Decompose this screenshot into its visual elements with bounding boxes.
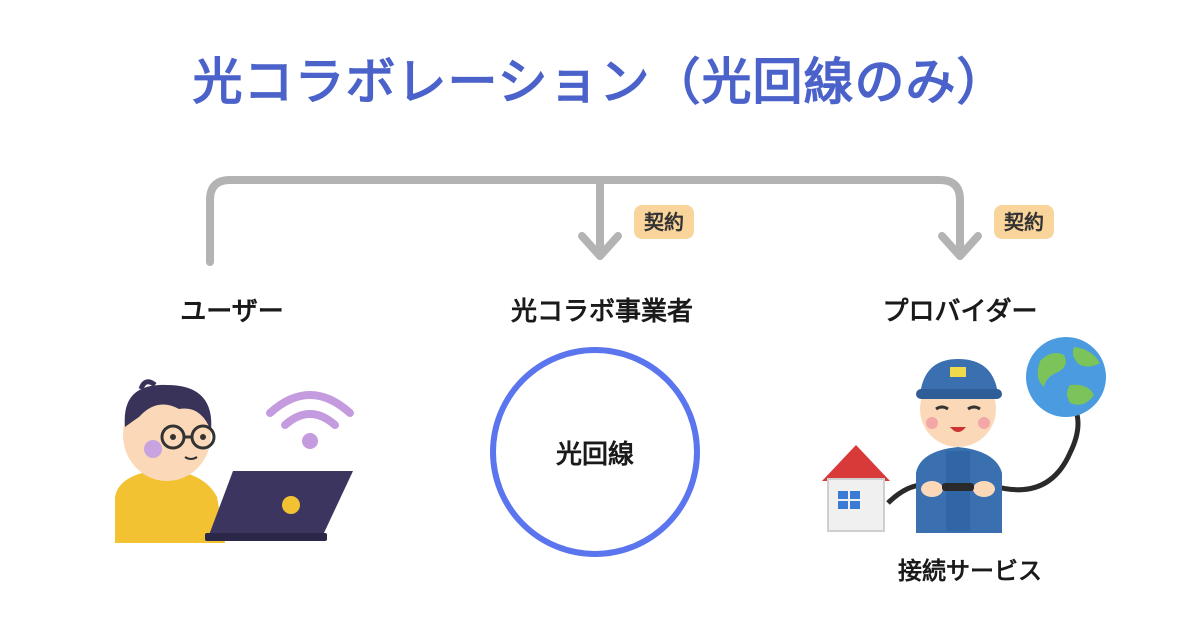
page-title: 光コラボレーション（光回線のみ） bbox=[192, 53, 1008, 111]
provider-label: プロバイダー bbox=[882, 297, 1038, 327]
collab-label: 光コラボ事業者 bbox=[510, 297, 693, 327]
fiber-line-circle: 光回線 bbox=[490, 347, 700, 557]
house-icon bbox=[822, 445, 890, 532]
connection-service-label: 接続サービス bbox=[898, 557, 1042, 585]
contract-badge-provider: 契約 bbox=[994, 205, 1054, 239]
arrow-down-icon bbox=[578, 232, 622, 260]
contract-badge-collab: 契約 bbox=[634, 205, 694, 239]
globe-icon bbox=[1026, 337, 1106, 417]
cable-line bbox=[989, 410, 1081, 493]
fiber-line-label: 光回線 bbox=[555, 439, 634, 470]
arrow-down-icon bbox=[938, 232, 982, 260]
user-laptop-illustration bbox=[115, 379, 353, 543]
user-label: ユーザー bbox=[180, 297, 284, 327]
wifi-icon bbox=[266, 391, 354, 449]
provider-illustration bbox=[822, 337, 1106, 533]
connector-line bbox=[206, 176, 964, 266]
technician-illustration bbox=[916, 359, 1002, 533]
